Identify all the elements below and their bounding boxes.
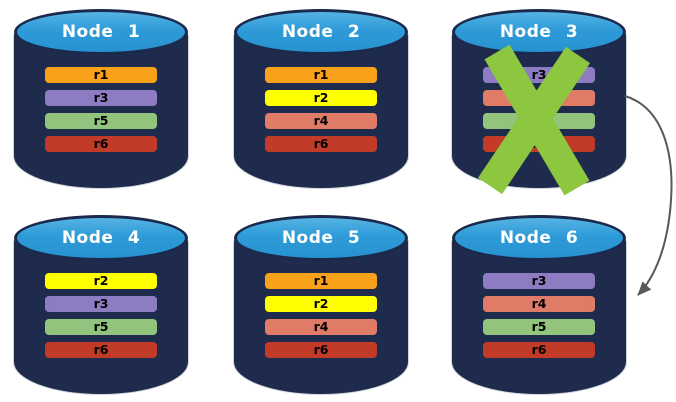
cylinder-body <box>234 32 408 188</box>
replica-bar: r6 <box>265 342 377 358</box>
replica-bar: r2 <box>265 90 377 106</box>
replica-list: r1 r3 r5 r6 <box>45 67 157 152</box>
replica-label: r5 <box>531 318 547 334</box>
node-label: Node 4 <box>61 228 141 248</box>
cylinder-top: Node 6 <box>452 215 626 261</box>
node-label: Node 5 <box>281 228 361 248</box>
node-label: Node 6 <box>499 228 579 248</box>
replica-list: r3 r4 r5 r6 <box>483 67 595 152</box>
replica-list: r2 r3 r5 r6 <box>45 273 157 358</box>
node-label: Node 2 <box>281 22 361 42</box>
replica-bar: r5 <box>45 319 157 335</box>
replica-label: r6 <box>93 135 109 151</box>
replica-label: r1 <box>313 272 329 288</box>
replica-label: r6 <box>531 341 547 357</box>
replica-bar: r4 <box>265 113 377 129</box>
replica-bar: r5 <box>483 319 595 335</box>
replica-bar: r6 <box>483 342 595 358</box>
replica-label: r5 <box>531 112 547 128</box>
cylinder-top: Node 4 <box>14 215 188 261</box>
replica-bar: r6 <box>483 136 595 152</box>
db-node: Node 6 r3 r4 r5 r6 <box>452 215 626 394</box>
cylinder-body <box>14 238 188 394</box>
cylinder-top: Node 1 <box>14 9 188 55</box>
replica-label: r3 <box>531 272 547 288</box>
replica-bar: r3 <box>45 90 157 106</box>
replica-bar: r1 <box>45 67 157 83</box>
replica-bar: r5 <box>483 113 595 129</box>
replica-label: r3 <box>93 295 109 311</box>
recovery-arrow <box>624 95 673 296</box>
replica-bar: r3 <box>45 296 157 312</box>
cylinder-body <box>234 238 408 394</box>
db-node: Node 2 r1 r2 r4 r6 <box>234 9 408 188</box>
cylinder-top: Node 5 <box>234 215 408 261</box>
db-node: Node 3 r3 r4 r5 r6 <box>452 9 626 188</box>
replica-label: r1 <box>93 66 109 82</box>
replica-list: r1 r2 r4 r6 <box>265 67 377 152</box>
replica-label: r4 <box>531 89 547 105</box>
replica-label: r5 <box>93 112 109 128</box>
replica-bar: r1 <box>265 67 377 83</box>
replica-bar: r2 <box>265 296 377 312</box>
cylinder-top: Node 3 <box>452 9 626 55</box>
replica-label: r6 <box>531 135 547 151</box>
node-label: Node 3 <box>499 22 579 42</box>
replica-bar: r3 <box>483 67 595 83</box>
replica-bar: r6 <box>45 342 157 358</box>
replica-bar: r4 <box>483 296 595 312</box>
replica-list: r3 r4 r5 r6 <box>483 273 595 358</box>
db-node: Node 5 r1 r2 r4 r6 <box>234 215 408 394</box>
replica-bar: r2 <box>45 273 157 289</box>
replica-label: r6 <box>313 341 329 357</box>
replica-bar: r6 <box>265 136 377 152</box>
replica-bar: r1 <box>265 273 377 289</box>
db-node: Node 1 r1 r3 r5 r6 <box>14 9 188 188</box>
replica-label: r4 <box>313 112 329 128</box>
cylinder-body <box>452 238 626 394</box>
replica-label: r2 <box>313 295 329 311</box>
replica-label: r4 <box>531 295 547 311</box>
replica-bar: r3 <box>483 273 595 289</box>
node-label: Node 1 <box>61 22 141 42</box>
replica-label: r5 <box>93 318 109 334</box>
replica-label: r4 <box>313 318 329 334</box>
replica-bar: r4 <box>483 90 595 106</box>
replica-list: r1 r2 r4 r6 <box>265 273 377 358</box>
cylinder-body <box>14 32 188 188</box>
db-node: Node 4 r2 r3 r5 r6 <box>14 215 188 394</box>
replica-label: r6 <box>313 135 329 151</box>
replica-bar: r5 <box>45 113 157 129</box>
replica-label: r2 <box>93 272 109 288</box>
replica-bar: r6 <box>45 136 157 152</box>
replica-bar: r4 <box>265 319 377 335</box>
cylinder-top: Node 2 <box>234 9 408 55</box>
replica-label: r3 <box>531 66 547 82</box>
replica-label: r6 <box>93 341 109 357</box>
replica-label: r1 <box>313 66 329 82</box>
replica-label: r3 <box>93 89 109 105</box>
replica-label: r2 <box>313 89 329 105</box>
